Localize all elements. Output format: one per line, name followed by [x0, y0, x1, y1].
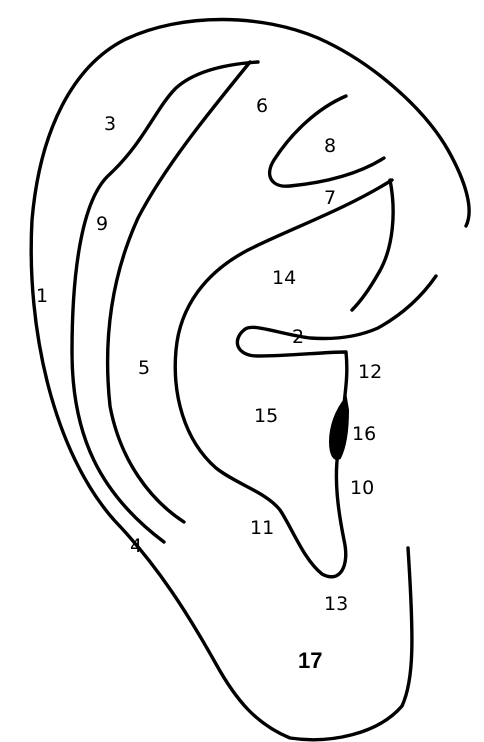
intertragic-notch-mark [330, 398, 348, 459]
label-15: 15 [254, 405, 278, 427]
label-9: 9 [96, 213, 108, 235]
scapha-line [108, 62, 250, 522]
label-13: 13 [324, 593, 348, 615]
helix-inner-contour [72, 62, 258, 542]
label-5: 5 [138, 357, 150, 379]
label-4: 4 [130, 535, 142, 557]
crus-of-helix-contour [237, 276, 436, 404]
label-6: 6 [256, 95, 268, 117]
label-10: 10 [350, 477, 374, 499]
label-2: 2 [292, 326, 304, 348]
helix-outer-contour [31, 20, 469, 740]
label-1: 1 [36, 285, 48, 307]
label-14: 14 [272, 267, 296, 289]
label-12: 12 [358, 361, 382, 383]
label-7: 7 [324, 187, 336, 209]
label-16: 16 [352, 423, 376, 445]
label-11: 11 [250, 517, 274, 539]
label-17: 17 [298, 648, 322, 673]
label-8: 8 [324, 135, 336, 157]
label-3: 3 [104, 113, 116, 135]
